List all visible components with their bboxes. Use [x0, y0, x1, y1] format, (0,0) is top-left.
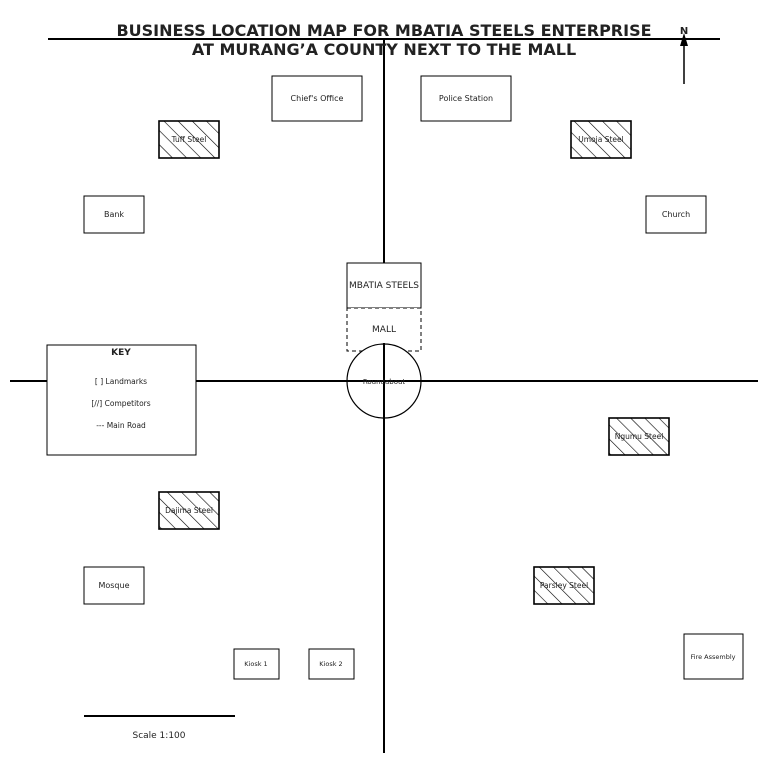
map-title-line-2: AT MURANG’A COUNTY NEXT TO THE MALL: [192, 40, 576, 59]
competitor-label: Dajima Steel: [165, 506, 213, 515]
landmark-label: Kiosk 1: [244, 660, 267, 668]
landmark-label: Mosque: [98, 581, 129, 590]
map-key: KEY [ ] Landmarks [//] Competitors --- M…: [46, 344, 197, 456]
mall-label: MALL: [372, 325, 396, 335]
competitor-ngumu-steel: Ngumu Steel: [608, 417, 670, 456]
business-label: MBATIA STEELS: [349, 281, 419, 291]
scale-bar: Scale 1:100: [84, 715, 235, 741]
competitor-parsley-steel: Parsley Steel: [533, 566, 595, 605]
roundabout-label: Roundabout: [363, 378, 406, 386]
landmark-bank: Bank: [83, 195, 145, 234]
competitor-label: Tuff Steel: [171, 135, 207, 144]
north-arrow: N: [680, 26, 688, 84]
landmark-kiosk-2: Kiosk 2: [308, 648, 355, 680]
key-main-road: --- Main Road: [96, 421, 146, 430]
landmark-label: Police Station: [439, 94, 493, 103]
north-label: N: [680, 26, 688, 37]
landmark-kiosk-1: Kiosk 1: [233, 648, 280, 680]
key-competitors: [//] Competitors: [91, 399, 150, 408]
landmark-label: Church: [662, 210, 690, 219]
landmark-police-station: Police Station: [420, 75, 512, 122]
competitor-dajima-steel: Dajima Steel: [158, 491, 220, 530]
key-title: KEY: [111, 348, 131, 358]
competitor-label: Parsley Steel: [540, 581, 588, 590]
landmark-mosque: Mosque: [83, 566, 145, 605]
landmark-label: Chief's Office: [291, 94, 344, 103]
competitor-label: Umoja Steel: [578, 135, 623, 144]
north-arrow-icon: [680, 33, 688, 46]
key-landmarks: [ ] Landmarks: [95, 377, 147, 386]
mall: MALL: [346, 307, 422, 352]
landmark-church: Church: [645, 195, 707, 234]
map-title-line-1: BUSINESS LOCATION MAP FOR MBATIA STEELS …: [116, 21, 651, 40]
competitor-tuff-steel: Tuff Steel: [158, 120, 220, 159]
landmark-label: Bank: [104, 210, 124, 219]
scale-label: Scale 1:100: [132, 731, 185, 741]
landmark-label: Kiosk 2: [319, 660, 342, 668]
competitor-label: Ngumu Steel: [615, 432, 664, 441]
landmark-label: Fire Assembly: [691, 653, 736, 661]
landmark-chiefs-office: Chief's Office: [271, 75, 363, 122]
competitor-umoja-steel: Umoja Steel: [570, 120, 632, 159]
business-mbatia-steels: MBATIA STEELS: [346, 262, 422, 309]
landmark-fire-assembly: Fire Assembly: [683, 633, 744, 680]
roundabout: Roundabout: [346, 343, 422, 419]
